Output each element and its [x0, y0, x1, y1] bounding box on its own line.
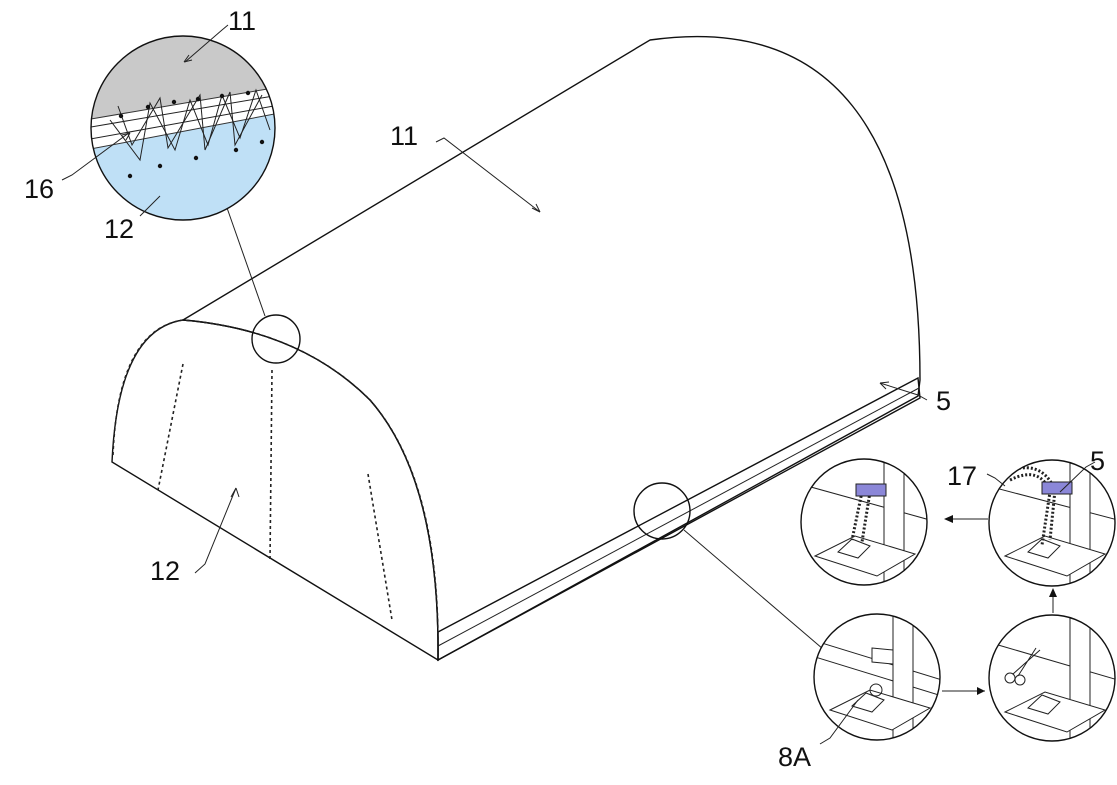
leader-end-wall-detail	[139, 195, 161, 217]
leader-roof-cover	[435, 137, 541, 213]
roof-cover	[180, 35, 921, 662]
leader-strap	[986, 473, 1006, 487]
label-end-wall: 12	[150, 556, 180, 586]
lacing-detail	[90, 35, 276, 221]
label-anchor: 8A	[778, 742, 811, 772]
leader-base-rail	[879, 382, 928, 401]
shelter-body	[111, 35, 921, 662]
label-lacing: 16	[24, 174, 54, 204]
label-end-wall-detail: 12	[104, 214, 134, 244]
scissors-icon	[1004, 647, 1041, 686]
lacing-grommets	[118, 90, 265, 179]
detail-circle-strap	[988, 459, 1116, 587]
label-strap: 17	[947, 461, 977, 491]
leader-lacing	[61, 131, 131, 181]
base-rail-edge	[437, 387, 920, 647]
anchor-detail-initial	[813, 613, 941, 741]
leader-roof-cover-detail	[184, 24, 229, 63]
end-wall-seam	[157, 363, 184, 491]
label-roof-cover: 11	[390, 121, 418, 151]
end-wall-seam	[269, 369, 273, 561]
detail-leader-ridge	[225, 204, 266, 317]
detail-circle-final	[800, 458, 928, 586]
arrow-left-icon	[944, 515, 953, 523]
leader-end-wall	[194, 487, 237, 574]
label-leaders	[61, 24, 1096, 745]
detail-circle-initial	[813, 613, 941, 741]
leader-anchor	[819, 699, 859, 745]
arrow-up-icon	[1049, 588, 1057, 597]
sequence-arrows	[942, 515, 1057, 695]
leader-base-rail-detail	[1059, 461, 1096, 493]
detail-marker-ridge	[251, 314, 301, 364]
detail-marker-anchor	[633, 482, 691, 540]
lacing-cord	[91, 88, 275, 162]
anchor-detail-final	[800, 458, 928, 586]
detail-circle-cut	[988, 614, 1116, 742]
strap-buckle	[855, 483, 887, 497]
reference-labels: 11 11 16 12 12 5 5 17 8A	[24, 6, 1105, 772]
end-wall	[111, 319, 439, 662]
detail-leader-anchor	[683, 529, 831, 656]
label-roof-cover-detail: 11	[228, 6, 256, 36]
anchor-detail-cut	[988, 614, 1116, 742]
anchor-detail-strap	[988, 459, 1116, 587]
arrow-right-icon	[977, 687, 985, 695]
detail-circle-lacing	[90, 35, 276, 221]
strap-buckle	[1041, 481, 1073, 495]
end-wall-seam	[367, 473, 393, 621]
label-base-rail-detail: 5	[1090, 446, 1105, 476]
label-base-rail: 5	[936, 386, 951, 416]
